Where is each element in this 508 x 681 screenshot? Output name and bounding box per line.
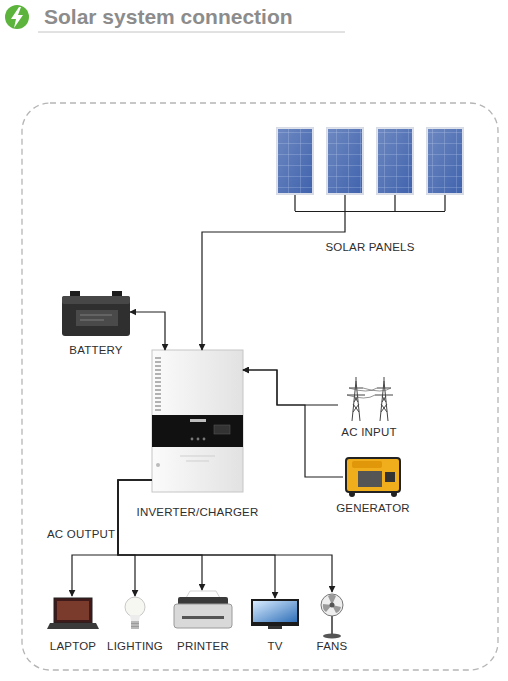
generator-panel (385, 472, 395, 482)
solar-panel (277, 128, 313, 194)
generator-wheel (391, 491, 397, 497)
wire-connector (118, 480, 202, 590)
device-node: TV (250, 598, 300, 630)
solar-panel-array (277, 128, 463, 212)
panel-wire (295, 195, 445, 212)
printer-paper (186, 591, 220, 598)
device-label: GENERATOR (336, 502, 410, 515)
inverter-display (214, 425, 230, 434)
lightning-symbol (11, 7, 23, 28)
generator-tank (352, 461, 382, 468)
device-node: FANS (318, 592, 346, 638)
wire-connector (243, 370, 338, 405)
laptop-base (47, 623, 99, 629)
wire-connector (130, 312, 165, 350)
generator-illustration (346, 458, 400, 497)
bulb-base (131, 621, 139, 629)
pylon-symbol (347, 377, 365, 421)
battery-sticker (76, 310, 118, 326)
inverter-button (191, 438, 194, 441)
connector-label: AC OUTPUT (47, 528, 115, 541)
fan-guard (321, 594, 343, 616)
device-node: SOLAR PANELS (272, 124, 468, 212)
dashed-frame (22, 103, 498, 670)
bulb-glass (125, 597, 145, 617)
inverter-screw (156, 463, 160, 467)
fan-base (323, 634, 341, 639)
device-node: INVERTER/CHARGER (152, 350, 243, 492)
device-label: SOLAR PANELS (325, 241, 414, 254)
printer-illustration (174, 591, 232, 628)
panel-shine (277, 128, 313, 194)
title-rule (38, 32, 345, 33)
bulb-illustration (125, 597, 145, 629)
inverter-body (152, 350, 243, 492)
wire-connector (118, 480, 152, 596)
device-node: BATTERY (62, 290, 130, 336)
fan-pole (331, 616, 333, 635)
tv-screen (253, 601, 297, 622)
device-label: PRINTER (177, 640, 229, 653)
tv-stand (268, 626, 282, 629)
generator-frame (346, 458, 400, 492)
inverter-band (152, 415, 243, 447)
device-label: BATTERY (69, 344, 122, 357)
pylon-symbol (375, 377, 393, 421)
device-label: FANS (317, 640, 348, 653)
device-node: AC INPUT (338, 378, 400, 422)
device-node: LAPTOP (47, 596, 99, 629)
battery-lid (62, 296, 130, 304)
wire-connector (202, 212, 345, 350)
device-node: GENERATOR (343, 453, 403, 497)
fan-hub (330, 603, 335, 608)
wire-connector (118, 480, 332, 592)
panel-shine (327, 128, 363, 194)
device-label: AC INPUT (341, 426, 396, 439)
panel-shine (377, 128, 413, 194)
laptop-illustration (47, 598, 99, 629)
wire-connector (118, 480, 275, 598)
connector-layer (72, 212, 345, 598)
solar-panel (327, 128, 363, 194)
device-label: TV (267, 640, 282, 653)
tv-illustration (251, 599, 299, 629)
power-lines (347, 388, 391, 398)
tv-frame (251, 599, 299, 626)
printer-slot (182, 616, 224, 619)
solar-panel (377, 128, 413, 194)
solar-panel (427, 128, 463, 194)
device-label: LIGHTING (107, 640, 163, 653)
inverter-button (203, 438, 206, 441)
bulb-neck (130, 615, 140, 621)
laptop-screen (54, 598, 92, 623)
printer-body (174, 604, 232, 628)
inverter-vents (155, 358, 161, 410)
bulb-thread (131, 624, 139, 627)
device-label: LAPTOP (50, 640, 96, 653)
fan-illustration (321, 594, 343, 639)
battery-body (62, 296, 130, 336)
device-node: LIGHTING (124, 596, 146, 630)
fan-blades (323, 595, 341, 614)
generator-engine (358, 471, 382, 487)
title-icon (5, 5, 29, 29)
inverter-button (197, 438, 200, 441)
generator-wheel (349, 491, 355, 497)
wire-connector (243, 370, 343, 477)
panel-shine (427, 128, 463, 194)
device-label: INVERTER/CHARGER (137, 506, 259, 519)
inverter-marks (180, 456, 215, 461)
device-node: PRINTER (172, 590, 234, 630)
inverter-logo (190, 419, 206, 422)
battery-marks (80, 315, 112, 320)
battery-illustration (62, 291, 130, 336)
power-pylons (347, 377, 393, 421)
inverter-illustration (152, 350, 243, 492)
page-title: Solar system connection (44, 5, 293, 29)
laptop-display (57, 601, 89, 620)
